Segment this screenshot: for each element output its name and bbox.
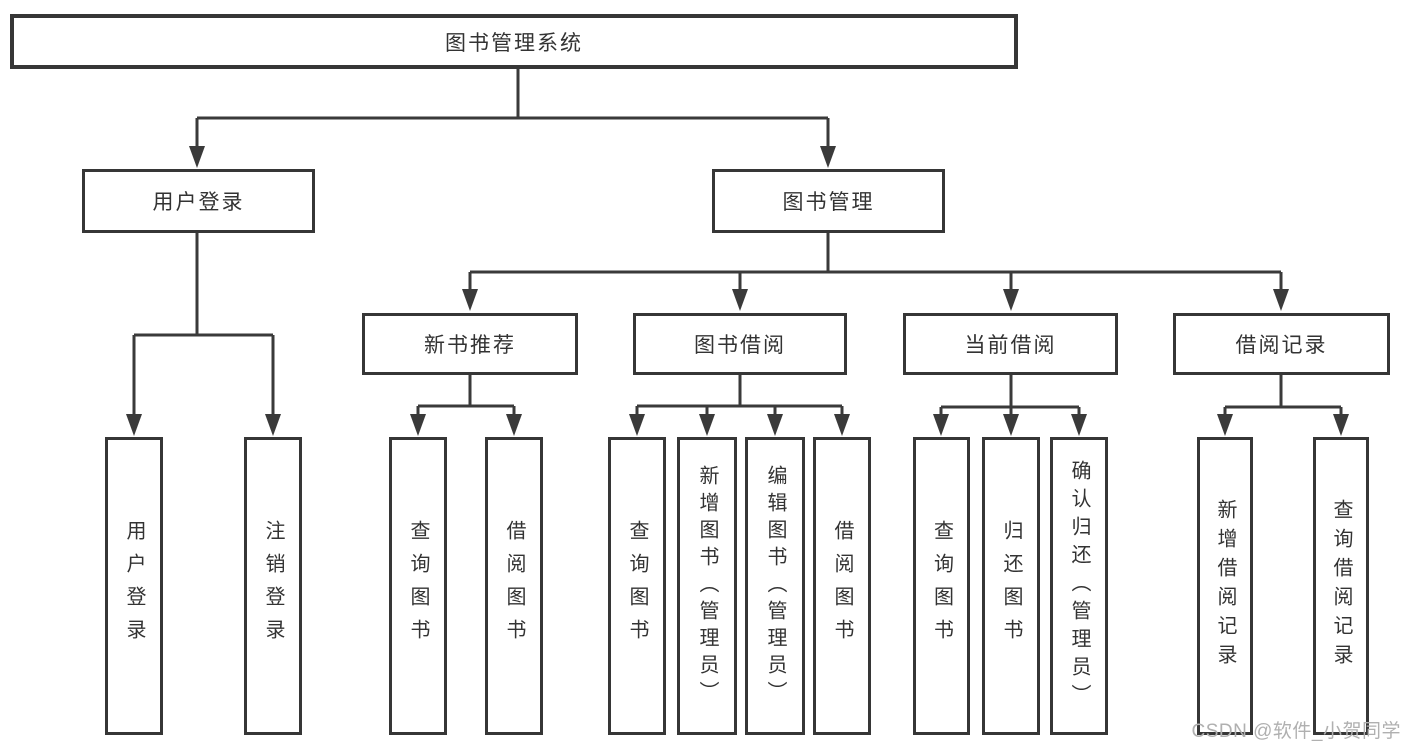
leaf-recommend-borrow-books: 借阅图书 <box>485 437 543 735</box>
drops-book-borrow <box>635 406 844 418</box>
leaf-borrowing-borrow-books: 借阅图书 <box>813 437 871 735</box>
leaf-borrowing-query-books-label: 查询图书 <box>626 520 648 652</box>
csdn-watermark: CSDN @软件_小贺同学 <box>1191 721 1401 742</box>
node-current-borrowing: 当前借阅 <box>903 313 1118 375</box>
node-user-login: 用户登录 <box>82 169 315 233</box>
drops-user-login <box>132 335 275 418</box>
leaf-borrowing-edit-books-admin: 编辑图书（管理员） <box>745 437 805 735</box>
leaf-borrowing-borrow-books-label: 借阅图书 <box>831 520 853 652</box>
leaf-current-query-books: 查询图书 <box>913 437 970 735</box>
drops-borrow-records <box>1223 407 1343 418</box>
node-new-book-recommend: 新书推荐 <box>362 313 578 375</box>
leaf-current-return-books-label: 归还图书 <box>1000 520 1022 652</box>
leaf-current-return-books: 归还图书 <box>982 437 1040 735</box>
leaf-borrowing-add-books-admin-label: 新增图书（管理员） <box>696 464 718 708</box>
leaf-recommend-borrow-books-label: 借阅图书 <box>503 520 525 652</box>
leaf-records-query-record: 查询借阅记录 <box>1313 437 1369 735</box>
leaf-borrowing-query-books: 查询图书 <box>608 437 666 735</box>
drops-level2 <box>195 118 830 150</box>
leaf-records-query-record-label: 查询借阅记录 <box>1330 499 1352 673</box>
arrowheads <box>126 146 1349 436</box>
drops-level3 <box>468 272 1283 293</box>
node-book-management: 图书管理 <box>712 169 945 233</box>
leaf-current-confirm-return-admin-label: 确认归还（管理员） <box>1068 460 1090 712</box>
leaf-recommend-query-books: 查询图书 <box>389 437 447 735</box>
leaf-borrowing-edit-books-admin-label: 编辑图书（管理员） <box>764 464 786 708</box>
node-book-borrowing: 图书借阅 <box>633 313 847 375</box>
leaf-records-add-record-label: 新增借阅记录 <box>1214 499 1236 673</box>
leaf-user-login: 用户登录 <box>105 437 163 735</box>
leaf-records-add-record: 新增借阅记录 <box>1197 437 1253 735</box>
leaf-borrowing-add-books-admin: 新增图书（管理员） <box>677 437 737 735</box>
leaf-recommend-query-books-label: 查询图书 <box>407 520 429 652</box>
node-borrow-records: 借阅记录 <box>1173 313 1390 375</box>
leaf-current-confirm-return-admin: 确认归还（管理员） <box>1050 437 1108 735</box>
node-library-system: 图书管理系统 <box>10 14 1018 69</box>
leaf-user-login-label: 用户登录 <box>123 520 145 652</box>
leaf-logout: 注销登录 <box>244 437 302 735</box>
leaf-logout-label: 注销登录 <box>262 520 284 652</box>
drops-new-book <box>416 406 516 418</box>
leaf-current-query-books-label: 查询图书 <box>930 520 953 652</box>
